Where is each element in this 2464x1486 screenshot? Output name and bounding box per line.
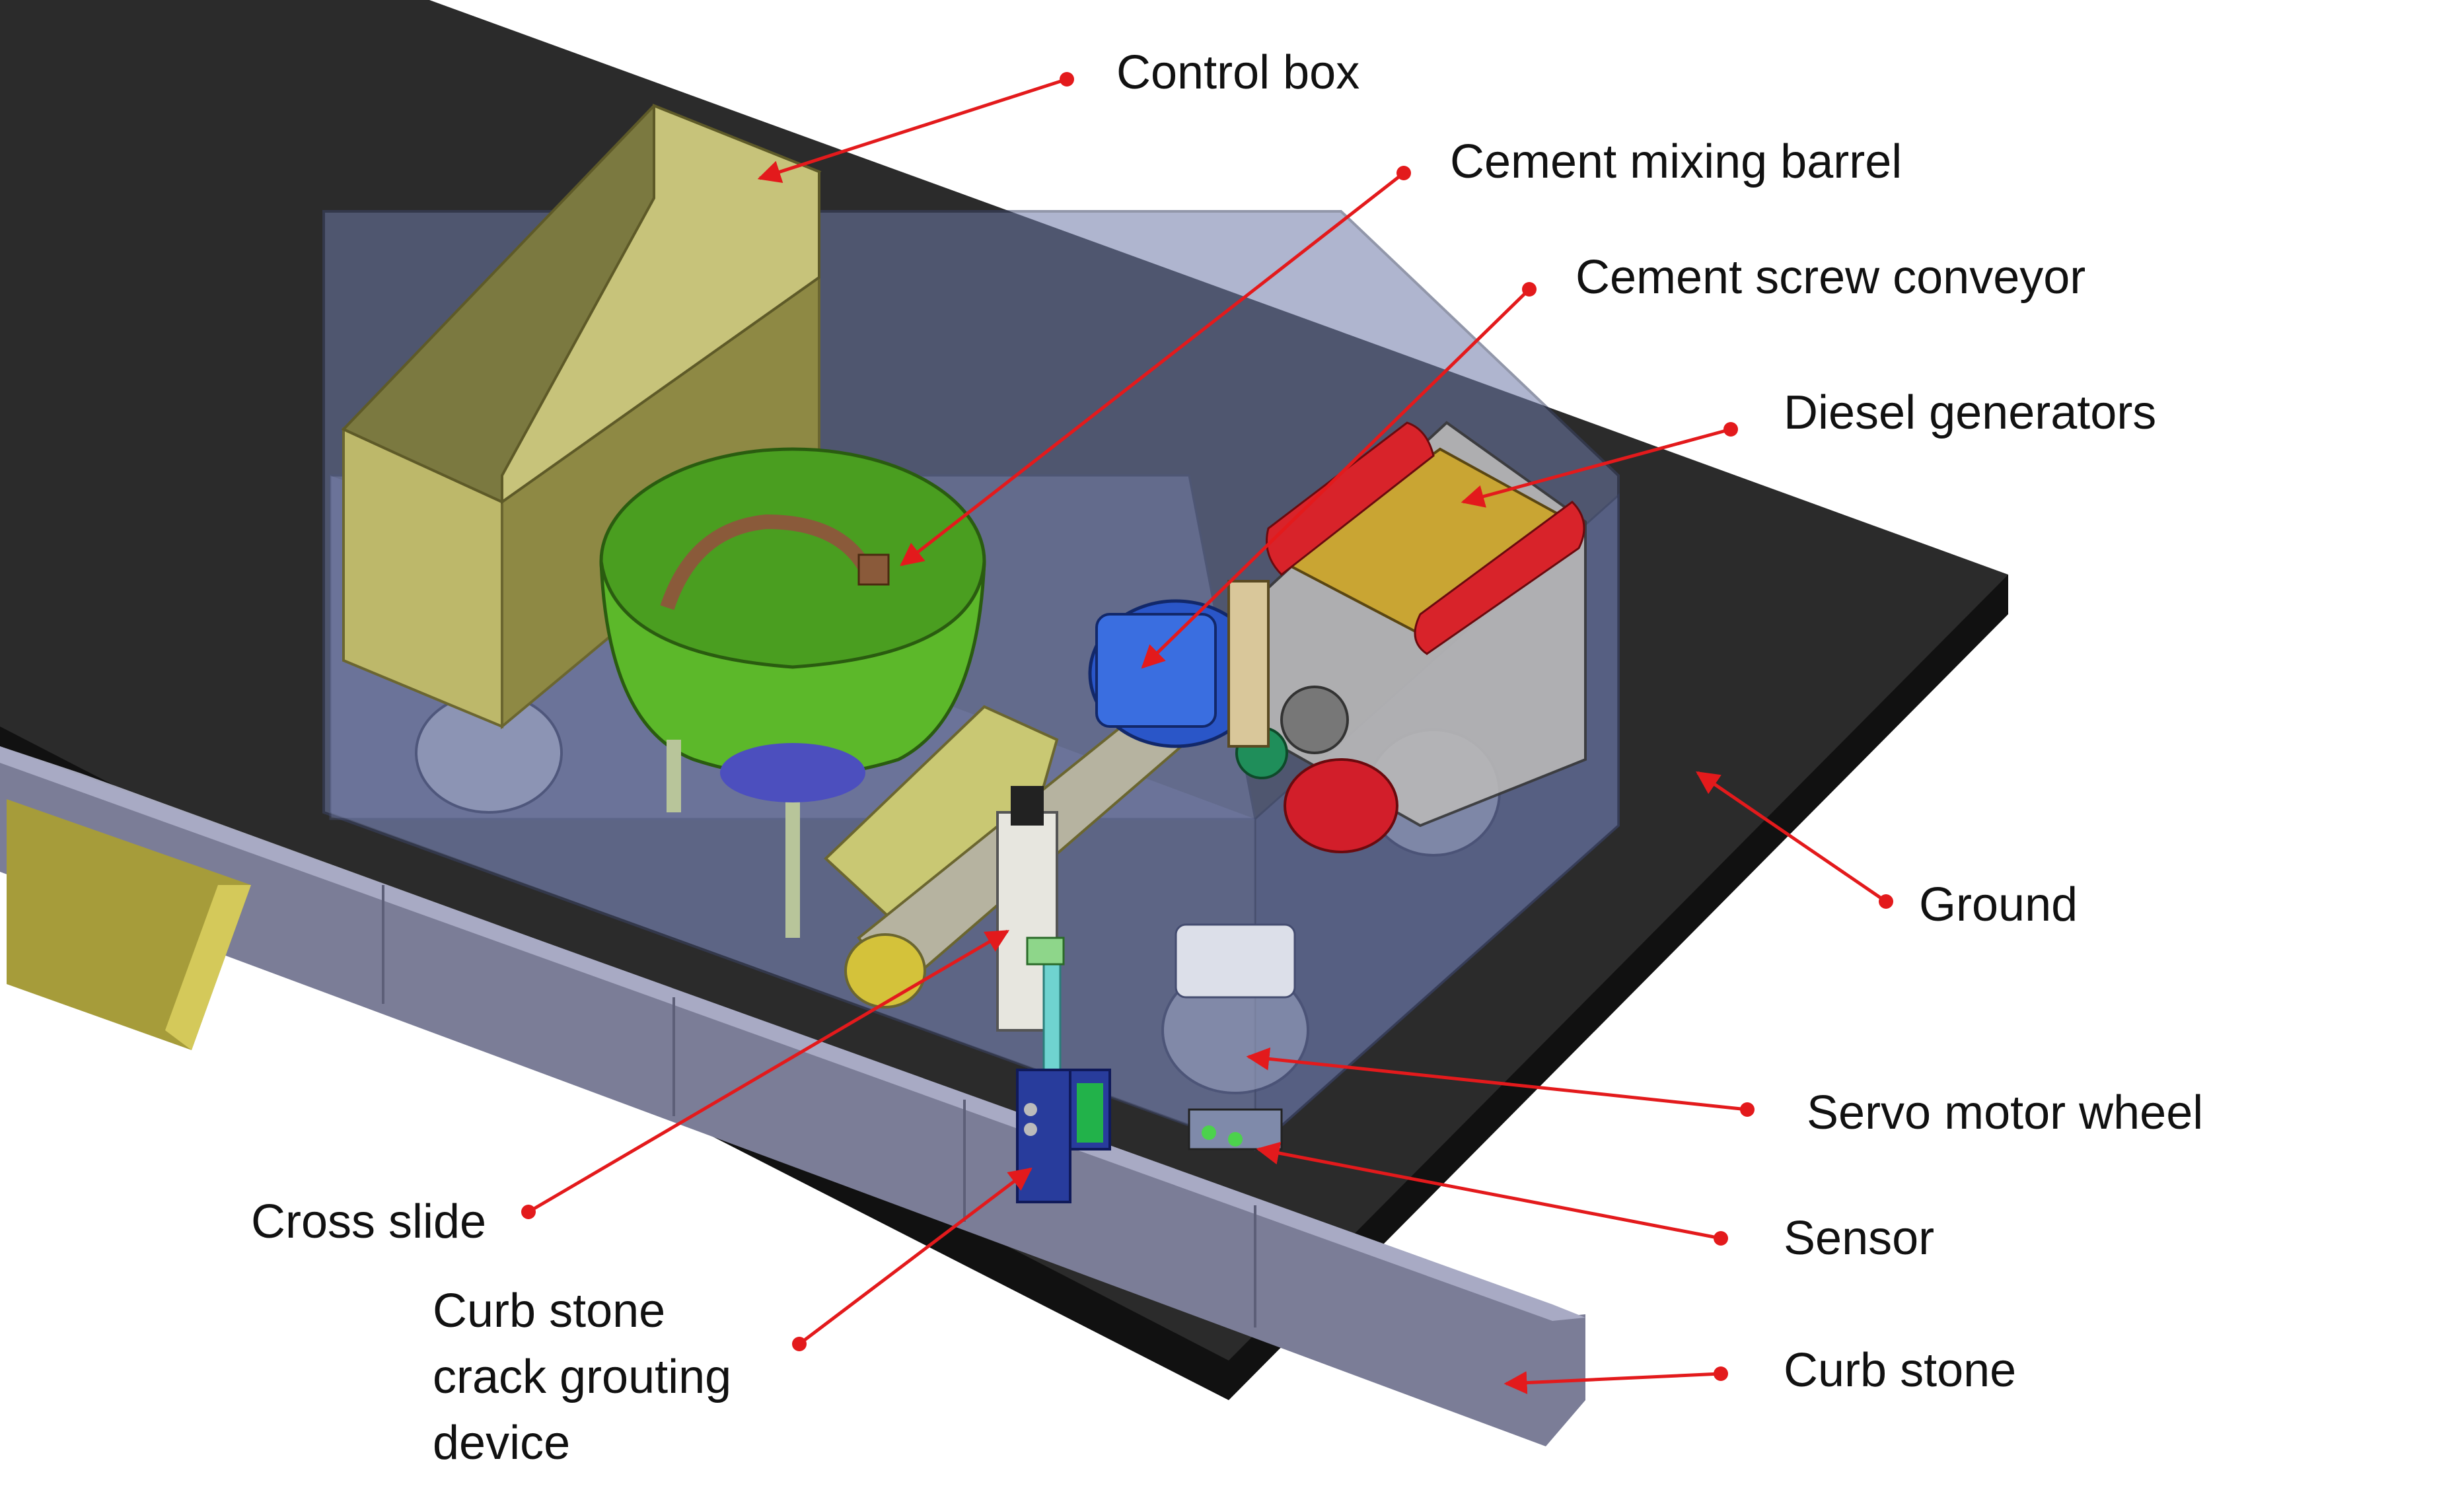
leader-dot-servo-motor-wheel [1740,1102,1755,1117]
label-sensor: Sensor [1784,1212,1935,1265]
leader-lines [521,72,1893,1395]
label-curb-stone: Curb stone [1784,1344,2017,1397]
leader-dot-grouting-device [792,1337,807,1351]
label-servo-motor-wheel: Servo motor wheel [1807,1086,2204,1139]
leader-dot-diesel-generators [1723,422,1738,437]
leader-dot-mixing-barrel [1396,166,1411,180]
leader-servo-motor-wheel [1246,1047,1748,1112]
generator-red-cylinder [1284,758,1398,853]
grouting-device-body [1016,1069,1071,1203]
generator-red-left [1266,421,1435,577]
generator-gauge [1280,686,1349,754]
curb-stone-row [0,760,1585,1446]
leader-dot-cross-slide [521,1205,536,1219]
leader-cross-slide [527,929,1010,1214]
barrel-base [720,743,865,802]
grouting-bolt-2 [1024,1123,1037,1136]
sensor-led-1 [1202,1125,1216,1140]
conveyor-outlet [844,933,926,1008]
wheel-front-hub [1175,923,1296,999]
yellow-wedge-face [165,885,251,1050]
label-grouting-device-line-2: crack grouting [433,1351,732,1403]
cross-slide-top [1011,786,1044,826]
label-mixing-barrel: Cement mixing barrel [1450,135,1902,188]
leader-diesel-generators [1461,427,1731,508]
grouting-bolt-1 [1024,1103,1037,1116]
label-control-box: Control box [1116,46,1360,99]
leader-dot-sensor [1714,1231,1728,1246]
leader-control-box [757,77,1068,183]
cross-slide-clamp [1026,937,1065,966]
leader-screw-conveyor [1141,288,1531,669]
mixing-paddle [660,514,872,610]
mixing-paddle-hub [857,553,890,586]
sensor-led-2 [1228,1132,1243,1147]
conveyor-motor-body [1095,613,1217,728]
leader-ground [1696,771,1887,903]
grouting-device-green [1077,1083,1103,1143]
leader-mixing-barrel [900,172,1405,567]
generator-valves [1227,580,1270,748]
label-cross-slide: Cross slide [251,1195,487,1248]
curb-stone-joints [382,885,1256,1327]
leader-grouting-device [798,1167,1033,1345]
generator-red-right [1414,501,1585,655]
curb-stone-top-face [0,746,1585,1321]
label-ground: Ground [1919,878,2078,931]
label-grouting-device-line-3: device [433,1417,571,1469]
leader-sensor [1256,1141,1721,1240]
control-box-top-face [501,104,820,505]
label-diesel-generators: Diesel generators [1784,386,2157,439]
label-screw-conveyor: Cement screw conveyor [1576,251,2086,304]
label-grouting-device: Curb stone crack grouting device [433,1278,731,1476]
leader-curb-stone [1504,1371,1721,1395]
leader-dot-ground [1879,894,1893,909]
leader-dot-screw-conveyor [1522,282,1537,297]
leader-dot-control-box [1060,72,1074,87]
leader-dot-curb-stone [1714,1366,1728,1381]
label-grouting-device-line-1: Curb stone [433,1285,666,1337]
